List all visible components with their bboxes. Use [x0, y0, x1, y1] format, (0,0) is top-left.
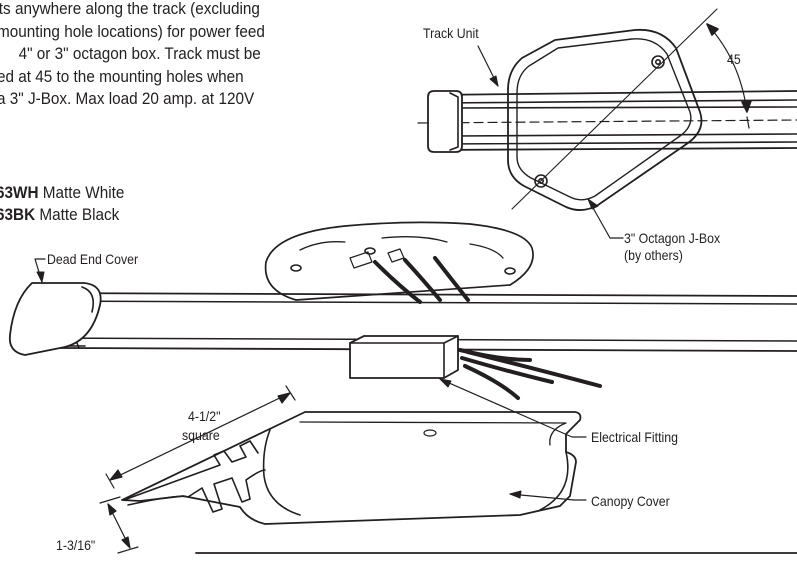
electrical-fitting — [349, 335, 459, 379]
description-text: ts anywhere along the track (excluding m… — [0, 0, 339, 111]
wires — [373, 256, 602, 400]
electrical-fitting-label: Electrical Fitting — [591, 429, 678, 445]
dead-end-cover — [8, 282, 102, 356]
model-code: 63BK — [0, 205, 36, 224]
square-size-label: 4-1/2" — [188, 408, 221, 424]
dead-end-arrowhead — [36, 271, 45, 283]
square-dimension — [105, 385, 296, 489]
octagon-leader — [587, 198, 624, 239]
description-line: ts anywhere along the track (excluding — [0, 0, 260, 18]
dead-end-cover-label: Dead End Cover — [47, 251, 139, 267]
canopy-cover — [121, 411, 582, 525]
octagon-box-label: 3" Octagon J-Box — [624, 230, 721, 246]
square-word-label: square — [182, 427, 220, 443]
model-row: 63BK Matte Black — [0, 204, 124, 226]
model-list: 63WH Matte White 63BK Matte Black — [0, 182, 124, 226]
fitting-arrowhead — [439, 378, 452, 388]
description-line: a 3" J-Box. Max load 20 amp. at 120V — [0, 89, 255, 108]
canopy-leader — [509, 493, 587, 501]
mounting-holes — [511, 8, 718, 210]
fitting-leader — [439, 378, 587, 438]
model-code: 63WH — [0, 183, 39, 202]
track-unit-arrowhead — [489, 75, 499, 87]
angle-label: 45 — [727, 51, 741, 67]
description-line: 4" or 3" octagon box. Track must be — [18, 44, 261, 63]
canopy-cover-label: Canopy Cover — [591, 493, 670, 509]
height-dimension — [99, 496, 139, 554]
height-label: 1-3/16" — [56, 537, 96, 553]
by-others-label: (by others) — [624, 247, 683, 263]
model-row: 63WH Matte White — [0, 182, 124, 204]
canopy-arrowhead — [509, 490, 522, 499]
track-unit-top — [417, 90, 797, 153]
angle-dimension — [706, 23, 752, 129]
mounting-plate — [264, 221, 534, 301]
track-unit-label: Track Unit — [423, 25, 479, 41]
octagon-jbox — [507, 28, 703, 211]
octagon-arrowhead — [587, 198, 599, 210]
model-finish: Matte Black — [39, 205, 120, 224]
model-finish: Matte White — [42, 183, 125, 202]
description-line: mounting hole locations) for power feed — [0, 21, 265, 41]
description-line: ed at 45 to the mounting holes when — [0, 66, 244, 86]
